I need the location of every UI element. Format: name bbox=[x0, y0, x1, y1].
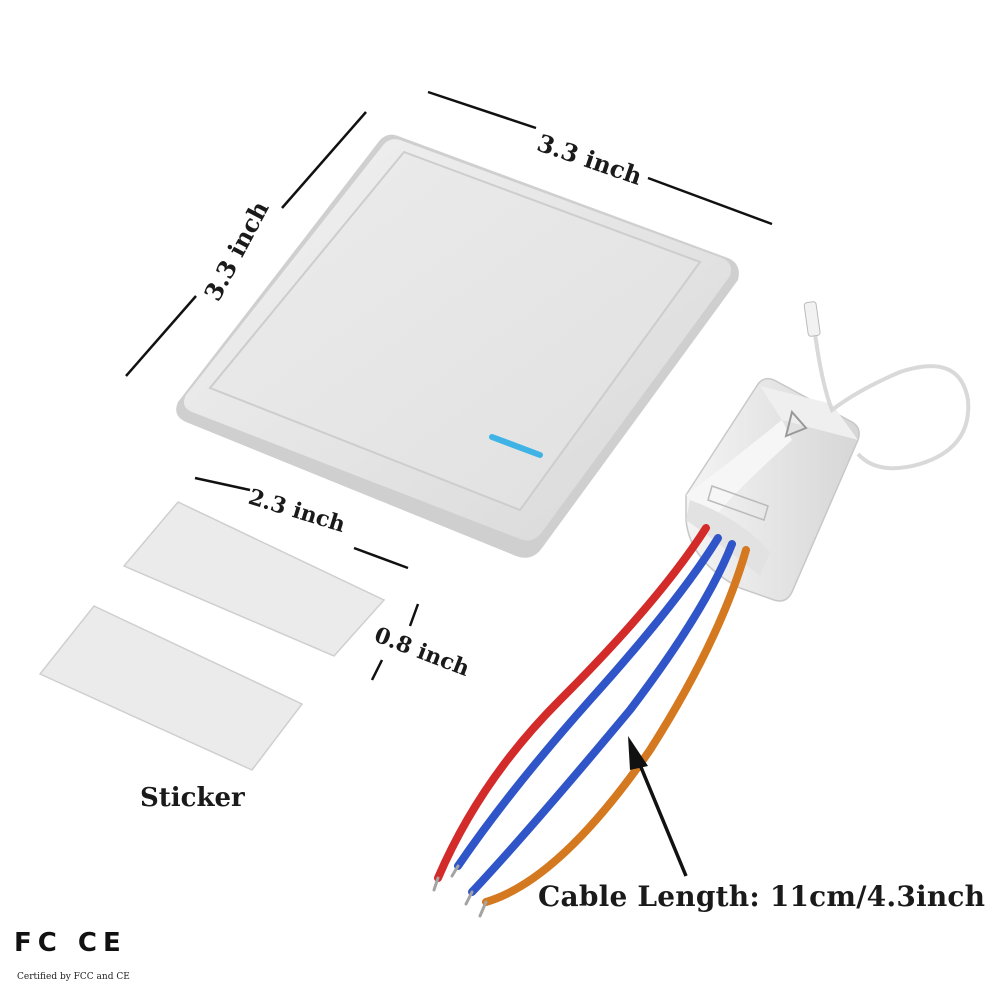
certification-text: Certified by FCC and CE bbox=[17, 972, 130, 982]
fcc-ce-logo-icon: FC CE bbox=[14, 928, 127, 958]
antenna-wire bbox=[803, 301, 971, 471]
indicator-light bbox=[489, 434, 543, 458]
stickers bbox=[38, 501, 386, 771]
dimension-lines bbox=[125, 90, 773, 681]
receiver-module bbox=[685, 377, 860, 602]
cable-length-label: Cable Length: 11cm/4.3inch bbox=[538, 880, 986, 913]
wall-switch bbox=[176, 134, 739, 558]
wires bbox=[432, 524, 750, 918]
arrow-icon bbox=[628, 736, 688, 877]
sticker-label: Sticker bbox=[140, 783, 245, 813]
